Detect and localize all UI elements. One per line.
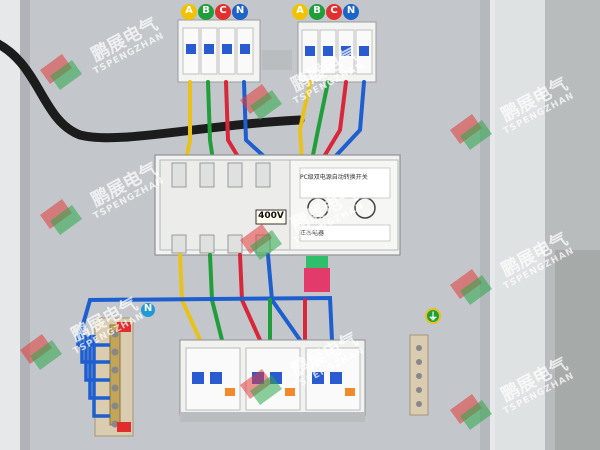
watermark-logo-red-8	[450, 394, 482, 424]
ats-brand-text: 正泰电器	[300, 230, 325, 237]
phase-badge-left-3	[232, 4, 248, 20]
phase-badge-left-2	[215, 4, 231, 20]
watermark-logo-green-0	[50, 60, 82, 90]
neutral-marker-label: N	[143, 303, 153, 314]
watermark-logo-red-1	[240, 84, 272, 114]
phase-letter-right-1: B	[313, 5, 321, 16]
phase-letter-right-2: C	[330, 5, 338, 16]
watermark-logos	[20, 54, 492, 430]
ground-marker-label: ⏚	[428, 312, 438, 323]
phase-badge-left-0	[181, 4, 197, 20]
watermark-logo-red-7	[240, 369, 272, 399]
phase-letter-right-0: A	[296, 5, 304, 16]
top-breaker-right	[297, 21, 377, 83]
neutral-wires	[76, 335, 110, 418]
watermark-logo-green-5	[460, 275, 492, 305]
ats-voltage-badge	[255, 209, 287, 225]
watermark-logo-green-2	[460, 120, 492, 150]
din-rail	[262, 50, 292, 70]
ats-terminal-green	[306, 256, 328, 268]
ats-voltage-label: 400V	[258, 211, 284, 221]
floor-area	[555, 250, 600, 450]
watermark-logo-green-4	[250, 230, 282, 260]
watermark-logo-red-3	[40, 199, 72, 229]
watermark-logo-green-3	[50, 205, 82, 235]
watermark-logo-green-1	[250, 90, 282, 120]
watermark-logo-green-8	[460, 400, 492, 430]
phase-labels-right	[292, 4, 359, 20]
neutral-marker	[141, 303, 155, 317]
ats-switch	[154, 154, 401, 256]
watermark-logo-green-7	[250, 375, 282, 405]
phase-letter-left-3: N	[235, 5, 245, 16]
cabinet-door-edge	[495, 0, 545, 450]
watermark-logo-red-5	[450, 269, 482, 299]
watermark-logo-red-6	[20, 334, 52, 364]
phase-letter-left-2: C	[219, 5, 227, 16]
phase-badge-left-1	[198, 4, 214, 20]
phase-badge-right-2	[326, 4, 342, 20]
ats-model-text: PC级双电源自动转换开关	[300, 174, 368, 181]
phase-badge-right-1	[309, 4, 325, 20]
phase-letter-left-1: B	[202, 5, 210, 16]
watermark-logo-red-0	[40, 54, 72, 84]
watermark-logo-red-2	[450, 114, 482, 144]
top-breaker-left	[177, 19, 292, 83]
watermark-logo-red-4	[240, 224, 272, 254]
phase-letter-left-0: A	[185, 5, 193, 16]
ats-relay-red	[304, 268, 330, 292]
phase-badge-right-3	[343, 4, 359, 20]
watermark-logo-green-6	[30, 340, 62, 370]
ground-busbar	[409, 308, 441, 416]
phase-letter-right-3: N	[346, 5, 356, 16]
phase-labels-left	[181, 4, 248, 20]
wires-bottom	[78, 253, 334, 342]
black-cable	[0, 39, 305, 143]
phase-badge-right-0	[292, 4, 308, 20]
